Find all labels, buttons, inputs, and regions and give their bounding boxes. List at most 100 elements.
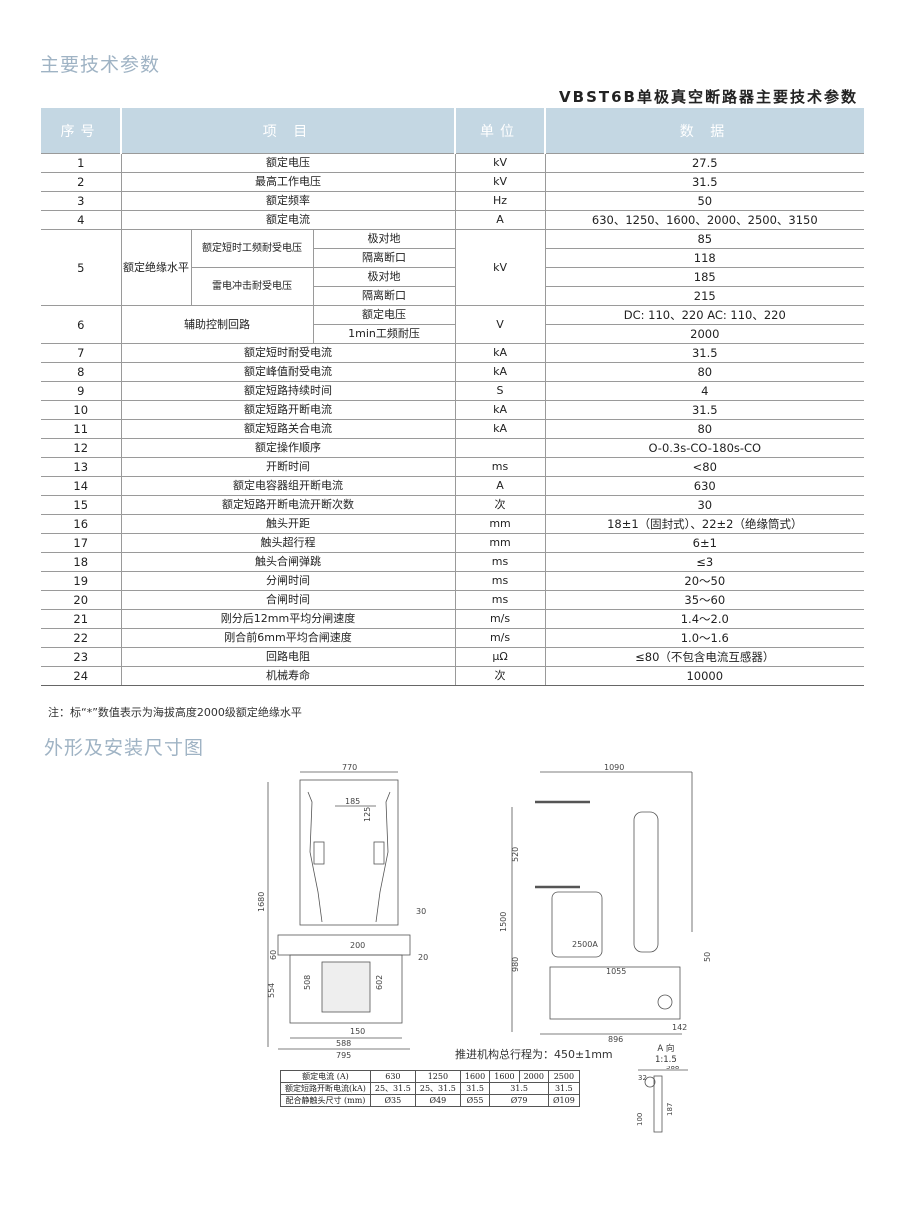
row-no: 2: [41, 172, 121, 192]
row-item: 隔离断口: [312, 286, 456, 306]
cell: 额定短路开断电流(kA): [280, 1082, 371, 1095]
row-unit: ms: [454, 571, 546, 591]
row-no: 17: [41, 533, 121, 553]
row-subgroup: 雷电冲击耐受电压: [190, 267, 313, 306]
row-value: 27.5: [544, 153, 865, 173]
row-item: 合闸时间: [120, 590, 456, 610]
cell: 2500: [547, 1070, 580, 1083]
row-no: 4: [41, 210, 121, 230]
row-unit: kA: [454, 419, 546, 439]
row-item: 额定电流: [120, 210, 456, 230]
dim-795: 795: [336, 1051, 351, 1060]
row-value: 31.5: [544, 400, 865, 420]
row-unit: kA: [454, 400, 546, 420]
dim-602: 602: [375, 975, 384, 990]
row-no: 7: [41, 343, 121, 363]
table-row: 额定电流 (A) 630 1250 1600 1600 2000 2500: [280, 1070, 580, 1083]
row-item: 触头合闸弹跳: [120, 552, 456, 572]
header-item: 项 目: [121, 108, 457, 154]
row-no: 19: [41, 571, 121, 591]
row-value: 20～50: [544, 571, 865, 591]
cell: 额定电流 (A): [280, 1070, 371, 1083]
header-data: 数 据: [545, 108, 865, 154]
dim-520: 520: [511, 847, 520, 862]
row-unit: μΩ: [454, 647, 546, 667]
row-unit: V: [454, 305, 546, 344]
spec-table: 序号 项 目 单位 数 据 1 额定电压 kV 27.5 2 最高工作电压 kV…: [41, 108, 865, 686]
dim-187: 187: [666, 1103, 674, 1116]
row-unit: ms: [454, 552, 546, 572]
row-item: 极对地: [312, 267, 456, 287]
insulator-column: [633, 811, 659, 953]
row-no: 18: [41, 552, 121, 572]
row-item: 触头开距: [120, 514, 456, 534]
operating-panel: [321, 961, 371, 1013]
table-row: 4 额定电流 A 630、1250、1600、2000、2500、3150: [41, 210, 865, 230]
row-value: O-0.3s-CO-180s-CO: [544, 438, 865, 458]
row-item: 最高工作电压: [120, 172, 456, 192]
dim-1500: 1500: [499, 912, 508, 932]
row-unit: kV: [454, 172, 546, 192]
row-item: 额定电容器组开断电流: [120, 476, 456, 496]
row-item: 隔离断口: [312, 248, 456, 268]
wheel: [657, 994, 673, 1010]
row-value: 35～60: [544, 590, 865, 610]
row-unit: mm: [454, 514, 546, 534]
contact-size-table: 额定电流 (A) 630 1250 1600 1600 2000 2500 额定…: [280, 1070, 580, 1107]
dim-125: 125: [363, 807, 372, 822]
cell: Ø35: [369, 1094, 416, 1107]
bracket: [653, 1075, 663, 1133]
direction-scale: 1:1.5: [655, 1055, 677, 1065]
table-row: 5 额定绝缘水平 额定短时工频耐受电压 极对地 kV 85: [41, 229, 865, 306]
row-value: 10000: [544, 666, 865, 686]
row-subitem: 1min工频耐压: [312, 324, 456, 344]
dimension-drawing: 770 185 125 1680 30 200 60 20 554 508 60…: [257, 763, 712, 1060]
row-unit: [454, 438, 546, 458]
row-no: 13: [41, 457, 121, 477]
cell: 31.5: [459, 1082, 491, 1095]
chassis-top: [277, 934, 411, 956]
row-no: 11: [41, 419, 121, 439]
dim-588b: 588: [666, 1066, 679, 1071]
dim-20: 20: [418, 953, 428, 962]
contact-right: [373, 841, 385, 865]
row-value: ≤3: [544, 552, 865, 572]
table-header-row: 序号 项 目 单位 数 据: [41, 108, 865, 154]
dim-100: 100: [636, 1113, 644, 1126]
row-value: 1.4～2.0: [544, 609, 865, 629]
row-no: 23: [41, 647, 121, 667]
table-row: 隔离断口 118: [41, 248, 865, 268]
row-value: 630: [544, 476, 865, 496]
header-no: 序号: [41, 108, 122, 154]
cell: 25、31.5: [369, 1082, 416, 1095]
table-row: 3 额定频率 Hz 50: [41, 191, 865, 211]
cell: 630: [369, 1070, 416, 1083]
dim-32: 32: [638, 1074, 647, 1082]
row-value: 80: [544, 419, 865, 439]
row-no: 16: [41, 514, 121, 534]
row-subgroup: 额定短时工频耐受电压: [190, 229, 313, 268]
stroke-note: 推进机构总行程为：450±1mm: [455, 1048, 613, 1061]
dim-60: 60: [269, 950, 278, 960]
row-item: 开断时间: [120, 457, 456, 477]
row-item: 额定短路持续时间: [120, 381, 456, 401]
side-view: 1090 2500A 520 1500 980 1055 50 896 142: [499, 763, 712, 1044]
rating-2500a: 2500A: [572, 940, 598, 949]
busbar-left: [307, 791, 323, 923]
dim-980: 980: [511, 957, 520, 972]
row-value: 118: [544, 248, 865, 268]
row-no: 9: [41, 381, 121, 401]
